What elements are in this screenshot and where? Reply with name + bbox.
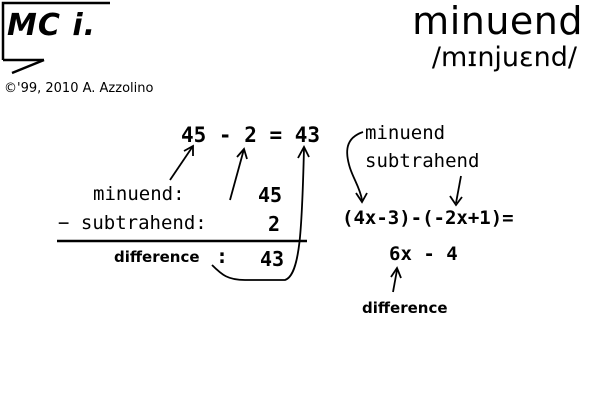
pronunciation: /mɪnjuɛnd/ <box>431 42 577 73</box>
minuend-value: 45 <box>258 183 283 207</box>
minuend-label: minuend: <box>93 183 185 205</box>
arrow-subtrahend-right <box>449 175 463 207</box>
difference-value: 43 <box>260 247 285 271</box>
copyright-notice: ©'99, 2010 A. Azzolino <box>4 81 154 96</box>
difference-label: difference <box>114 248 200 266</box>
arrow-difference-right <box>390 266 402 293</box>
subtrahend-value: 2 <box>268 212 281 236</box>
difference-label-right: difference <box>362 299 448 317</box>
equation: 45 - 2 = 43 <box>181 123 321 147</box>
algebra-expression: (4x-3)-(-2x+1)= <box>342 207 514 229</box>
algebra-result: 6x - 4 <box>389 243 458 265</box>
difference-colon: : <box>216 244 229 268</box>
logo: MC i. <box>7 8 96 43</box>
minuend-label-right: minuend <box>365 122 446 144</box>
subtrahend-label: − subtrahend: <box>58 212 207 234</box>
arrow-subtrahend-left <box>229 147 248 201</box>
arrow-difference-left <box>211 145 310 281</box>
logo-frame <box>1 1 110 75</box>
page-title: minuend <box>412 0 583 43</box>
arrow-minuend-left <box>169 144 194 181</box>
arrow-minuend-right <box>346 131 368 204</box>
subtrahend-label-right: subtrahend <box>365 150 480 172</box>
